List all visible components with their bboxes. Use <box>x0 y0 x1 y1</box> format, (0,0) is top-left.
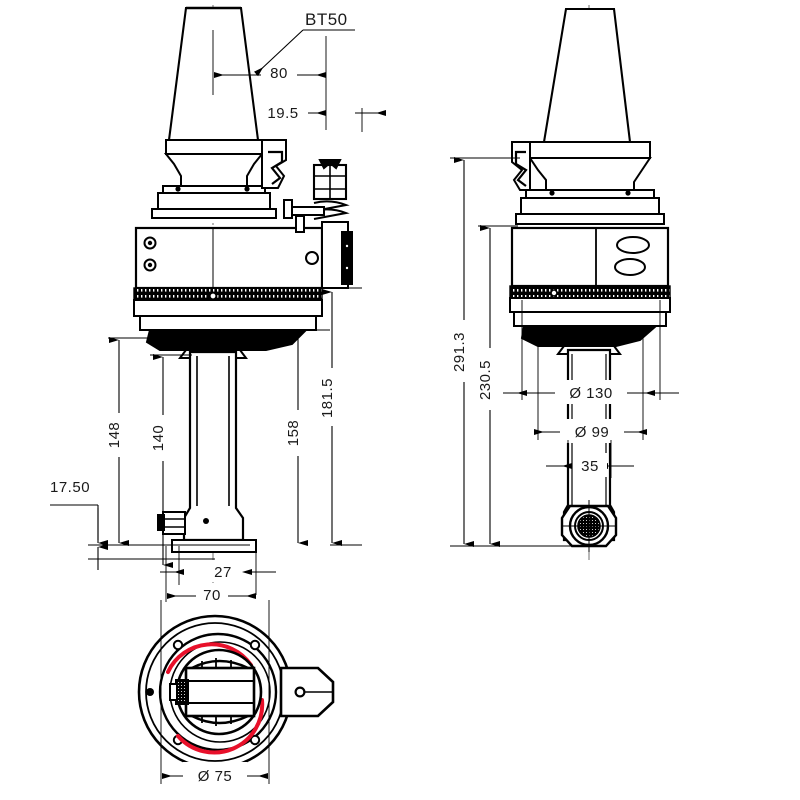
dim-148: 148 <box>106 337 250 546</box>
dim-70: 70 <box>165 546 256 605</box>
flange-stack <box>151 139 277 219</box>
flange-v-notch <box>261 139 287 189</box>
bolt-hole-4 <box>249 734 261 746</box>
dim-80: 80 <box>212 30 327 130</box>
dim-27-label: 27 <box>214 564 232 581</box>
flange-pin-left <box>175 186 181 192</box>
bt50-label: BT50 <box>305 10 348 29</box>
dim-158: 158 <box>262 329 330 546</box>
dim-291-3: 291.3 <box>450 157 576 547</box>
dim-148-label: 148 <box>106 422 123 449</box>
side-tip-bushing <box>560 500 618 552</box>
dim-70-label: 70 <box>203 587 221 604</box>
side-ellipse-window-lower <box>614 258 646 276</box>
boring-bar-shaft <box>182 350 245 542</box>
dim-80-label: 80 <box>270 65 288 82</box>
red-arc-lower <box>176 698 265 755</box>
dim-181-5-label: 181.5 <box>319 378 336 418</box>
side-pin-right <box>625 190 631 196</box>
tool-bottom-plate <box>171 539 257 553</box>
dim-230-5-label: 230.5 <box>477 360 494 400</box>
bolt-hole-5 <box>146 688 154 696</box>
bottom-insert-cartridge <box>169 648 263 736</box>
shaft-pin <box>203 518 209 524</box>
side-body <box>510 226 670 288</box>
dim-35-label: 35 <box>581 458 599 475</box>
dim-140-label: 140 <box>150 425 167 452</box>
bolt-hole-1 <box>172 639 184 651</box>
dim-19-5: 19.5 <box>258 101 386 132</box>
collar-index-mark <box>208 291 218 301</box>
dim-291-3-label: 291.3 <box>451 332 468 372</box>
dim-17-50-label: 17.50 <box>50 479 90 496</box>
dim-dia-75-label: Ø 75 <box>198 768 233 785</box>
micro-adjust-assembly <box>312 158 348 201</box>
side-collar-lower <box>509 297 671 313</box>
side-pin-left <box>549 190 555 196</box>
side-graduated-ring <box>509 285 671 299</box>
side-lower-flange <box>513 311 667 355</box>
dim-17-50: 17.50 <box>50 479 215 570</box>
dim-dia-130: Ø 130 <box>503 300 679 404</box>
side-view-group: 291.3 230.5 Ø 130 Ø 99 <box>450 5 679 560</box>
dim-35: 35 <box>546 440 634 478</box>
adjust-lever-arm <box>283 199 325 233</box>
boring-head-body <box>134 226 324 290</box>
dim-158-label: 158 <box>285 420 302 447</box>
dim-19-5-label: 19.5 <box>267 105 298 122</box>
bt50-callout: BT50 <box>253 10 355 77</box>
bottom-side-tab <box>279 666 335 718</box>
graduated-scale-ring <box>133 287 323 301</box>
dim-dia-99-label: Ø 99 <box>575 424 610 441</box>
side-flange-v-notch <box>511 141 531 191</box>
side-bracket <box>305 221 353 289</box>
collar-lower <box>133 299 323 317</box>
flange-pin-right <box>244 186 250 192</box>
side-collar-index <box>550 289 558 297</box>
dim-230-5: 230.5 <box>477 225 518 547</box>
side-ellipse-window-upper <box>616 236 650 254</box>
side-flange-stack <box>515 141 665 225</box>
bottom-view-group: Ø 75 <box>137 600 335 786</box>
dim-dia-99: Ø 99 <box>534 330 647 443</box>
bolt-hole-2 <box>249 639 261 651</box>
front-view-group: 80 19.5 BT50 148 140 <box>50 5 386 605</box>
insert-holder <box>157 511 186 535</box>
dim-181-5: 181.5 <box>319 287 362 546</box>
dim-140: 140 <box>150 354 192 568</box>
dim-dia-130-label: Ø 130 <box>569 385 612 402</box>
dim-27: 27 <box>160 546 276 595</box>
dim-dia-75: Ø 75 <box>160 600 270 786</box>
